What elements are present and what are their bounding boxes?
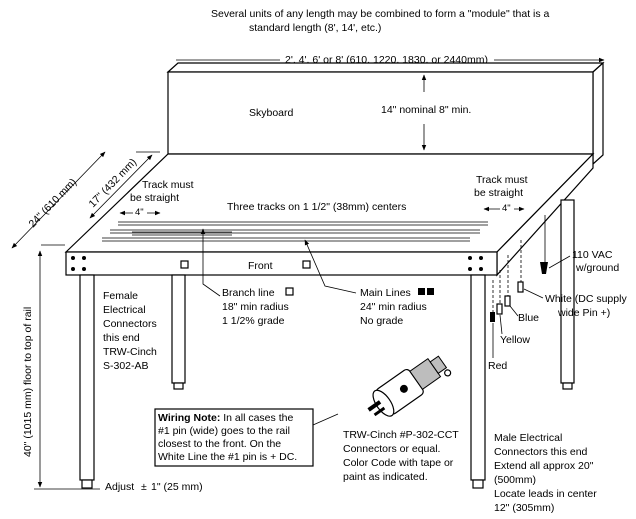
wiring-note-title: Wiring Note: [158, 412, 220, 424]
front-label: Front [248, 260, 273, 272]
vac-leader [548, 255, 571, 269]
four-left-label: 4" [135, 207, 144, 218]
table-top [64, 152, 595, 277]
top-note-line1: Several units of any length may be combi… [211, 8, 550, 20]
track-straight-right-1: Track must [476, 174, 528, 186]
male-line3: Extend all approx 20" [494, 460, 594, 472]
female-line2: Electrical [103, 304, 146, 316]
track-straight-left-2: be straight [130, 192, 179, 204]
yellow-label: Yellow [500, 334, 530, 346]
wiring-note-line2: #1 pin (wide) goes to the rail [158, 425, 290, 437]
four-right-bg [500, 202, 514, 213]
wiring-note-first-line: Wiring Note: In all cases the [158, 412, 293, 424]
adjust-label: Adjust [105, 481, 134, 493]
depth-24-label: 24" (610 mm) [27, 176, 80, 230]
main-lines-title: Main Lines [360, 287, 411, 299]
branch-legend-square [285, 287, 294, 296]
blue-label: Blue [518, 312, 539, 324]
yellow-leader [499, 314, 503, 335]
trw-line1: TRW-Cinch #P-302-CCT [343, 429, 459, 441]
main-leader [304, 239, 357, 294]
four-right-label: 4" [502, 203, 511, 214]
branch-line-grade: 1 1/2% grade [222, 315, 285, 327]
wiring-note-line4: White Line the #1 pin is + DC. [158, 451, 297, 463]
white-leader [523, 288, 544, 299]
four-left-bg [133, 206, 147, 217]
connector-icon [367, 355, 452, 417]
female-line6: S-302-AB [103, 360, 149, 372]
fascia-screws [71, 256, 483, 271]
trw-line4: paint as indicated. [343, 471, 428, 483]
main-legend-square-1 [418, 288, 425, 295]
main-legend-square-2 [427, 288, 434, 295]
trw-line3: Color Code with tape or [343, 457, 454, 469]
trw-line2: Connectors or equal. [343, 443, 440, 455]
main-lines-radius: 24" min radius [360, 301, 427, 313]
male-line2: Connectors this end [494, 446, 588, 458]
branch-line-title: Branch line [222, 287, 275, 299]
branch-marker-square [180, 260, 189, 269]
floor-height-label: 40" (1015 mm) floor to top of rail [22, 307, 34, 457]
three-tracks-label: Three tracks on 1 1/2" (38mm) centers [227, 201, 406, 213]
plus-minus-icon: ± [141, 481, 147, 493]
male-line6: 12" (305mm) [494, 502, 554, 514]
red-label: Red [488, 360, 507, 372]
main-marker-square [302, 260, 311, 269]
blue-leader [509, 305, 519, 317]
female-line5: TRW-Cinch [103, 346, 157, 358]
track-lines [102, 221, 488, 242]
skyboard-height-label: 14" nominal 8" min. [381, 104, 471, 116]
track-straight-right-2: be straight [474, 187, 523, 199]
wires [490, 215, 548, 322]
depth-24-arrow [11, 151, 106, 249]
wiring-note-box [154, 408, 314, 467]
track-straight-left-1: Track must [142, 179, 194, 191]
wiring-note-line1: In all cases the [220, 412, 293, 424]
adjust-value: 1" (25 mm) [151, 481, 203, 493]
main-lines-grade: No grade [360, 315, 403, 327]
vac-line1: 110 VAC [572, 249, 613, 261]
branch-leader [200, 228, 221, 297]
male-line1: Male Electrical [494, 432, 562, 444]
legs [79, 199, 575, 489]
female-line1: Female [103, 290, 138, 302]
white-wire-line1: White (DC supply [545, 293, 627, 305]
top-note-line2: standard length (8', 14', etc.) [249, 22, 381, 34]
skyboard [166, 61, 605, 166]
male-line4: (500mm) [494, 474, 536, 486]
wiring-note-line3: closest to the front. On the [158, 438, 281, 450]
depth-17-arrow [89, 154, 153, 219]
wiring-note-leader [312, 413, 339, 426]
skyboard-label: Skyboard [249, 107, 294, 119]
branch-line-radius: 18" min radius [222, 301, 289, 313]
female-line4: this end [103, 332, 140, 344]
vac-line2: w/ground [575, 262, 619, 274]
male-line5: Locate leads in center [494, 488, 597, 500]
female-line3: Connectors [103, 318, 157, 330]
white-wire-line2: wide Pin +) [557, 307, 610, 319]
